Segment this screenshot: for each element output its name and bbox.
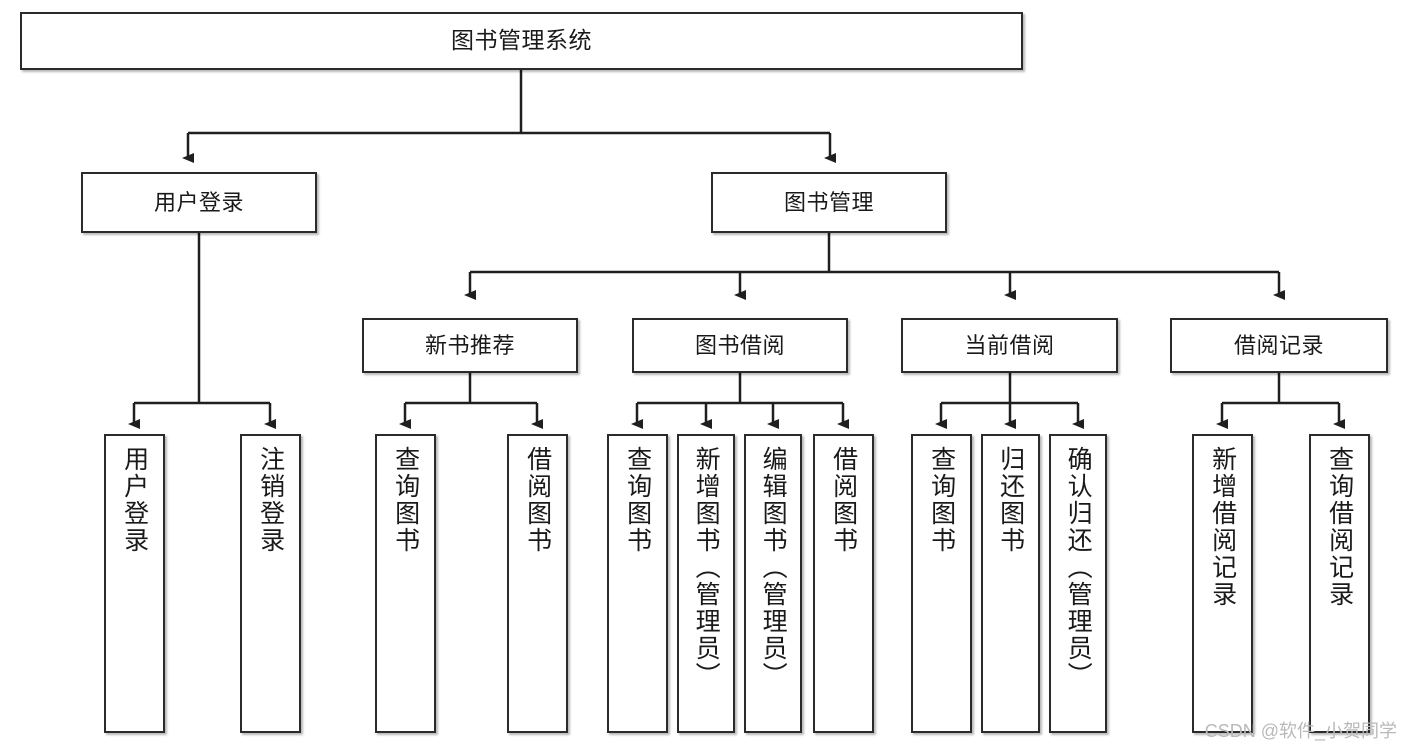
node-label: 借阅图书 [829,446,858,554]
leaf-borrow-book-recommend[interactable]: 借阅图书 [507,434,568,733]
leaf-edit-book-admin[interactable]: 编辑图书（管理员） [744,434,802,733]
node-label: 图书借阅 [694,332,785,358]
node-root-system[interactable]: 图书管理系统 [20,12,1023,70]
leaf-user-login[interactable]: 用户登录 [104,434,165,733]
leaf-add-book-admin[interactable]: 新增图书（管理员） [677,434,735,733]
node-label: 查询借阅记录 [1325,446,1354,608]
node-label: 借阅记录 [1233,332,1324,358]
node-label: 新增图书（管理员） [692,446,721,689]
node-label: 借阅图书 [523,446,552,554]
leaf-return-book[interactable]: 归还图书 [981,434,1040,733]
leaf-borrow-book[interactable]: 借阅图书 [813,434,874,733]
leaf-query-book-current[interactable]: 查询图书 [911,434,972,733]
node-book-management[interactable]: 图书管理 [711,172,947,233]
leaf-confirm-return-admin[interactable]: 确认归还（管理员） [1049,434,1107,733]
node-label: 查询图书 [391,446,420,554]
node-current-borrow[interactable]: 当前借阅 [901,318,1118,373]
node-book-borrow[interactable]: 图书借阅 [632,318,848,373]
node-label: 新增借阅记录 [1208,446,1237,608]
node-label: 用户登录 [153,189,244,215]
node-label: 图书管理系统 [451,27,592,54]
node-borrow-records[interactable]: 借阅记录 [1170,318,1388,373]
node-label: 编辑图书（管理员） [759,446,788,689]
node-label: 图书管理 [783,189,874,215]
node-label: 新书推荐 [424,332,515,358]
node-label: 注销登录 [256,446,285,554]
leaf-logout[interactable]: 注销登录 [240,434,301,733]
node-label: 查询图书 [623,446,652,554]
node-label: 当前借阅 [964,332,1055,358]
node-label: 用户登录 [120,446,149,554]
node-label: 归还图书 [996,446,1025,554]
leaf-query-book-recommend[interactable]: 查询图书 [375,434,436,733]
csdn-watermark: CSDN @软件_小贺同学 [1204,721,1397,741]
leaf-add-borrow-record[interactable]: 新增借阅记录 [1192,434,1253,733]
node-label: 确认归还（管理员） [1064,446,1093,689]
node-new-book-recommend[interactable]: 新书推荐 [362,318,578,373]
leaf-query-book-borrow[interactable]: 查询图书 [607,434,668,733]
node-label: 查询图书 [927,446,956,554]
node-user-login[interactable]: 用户登录 [81,172,317,233]
leaf-query-borrow-record[interactable]: 查询借阅记录 [1309,434,1370,733]
